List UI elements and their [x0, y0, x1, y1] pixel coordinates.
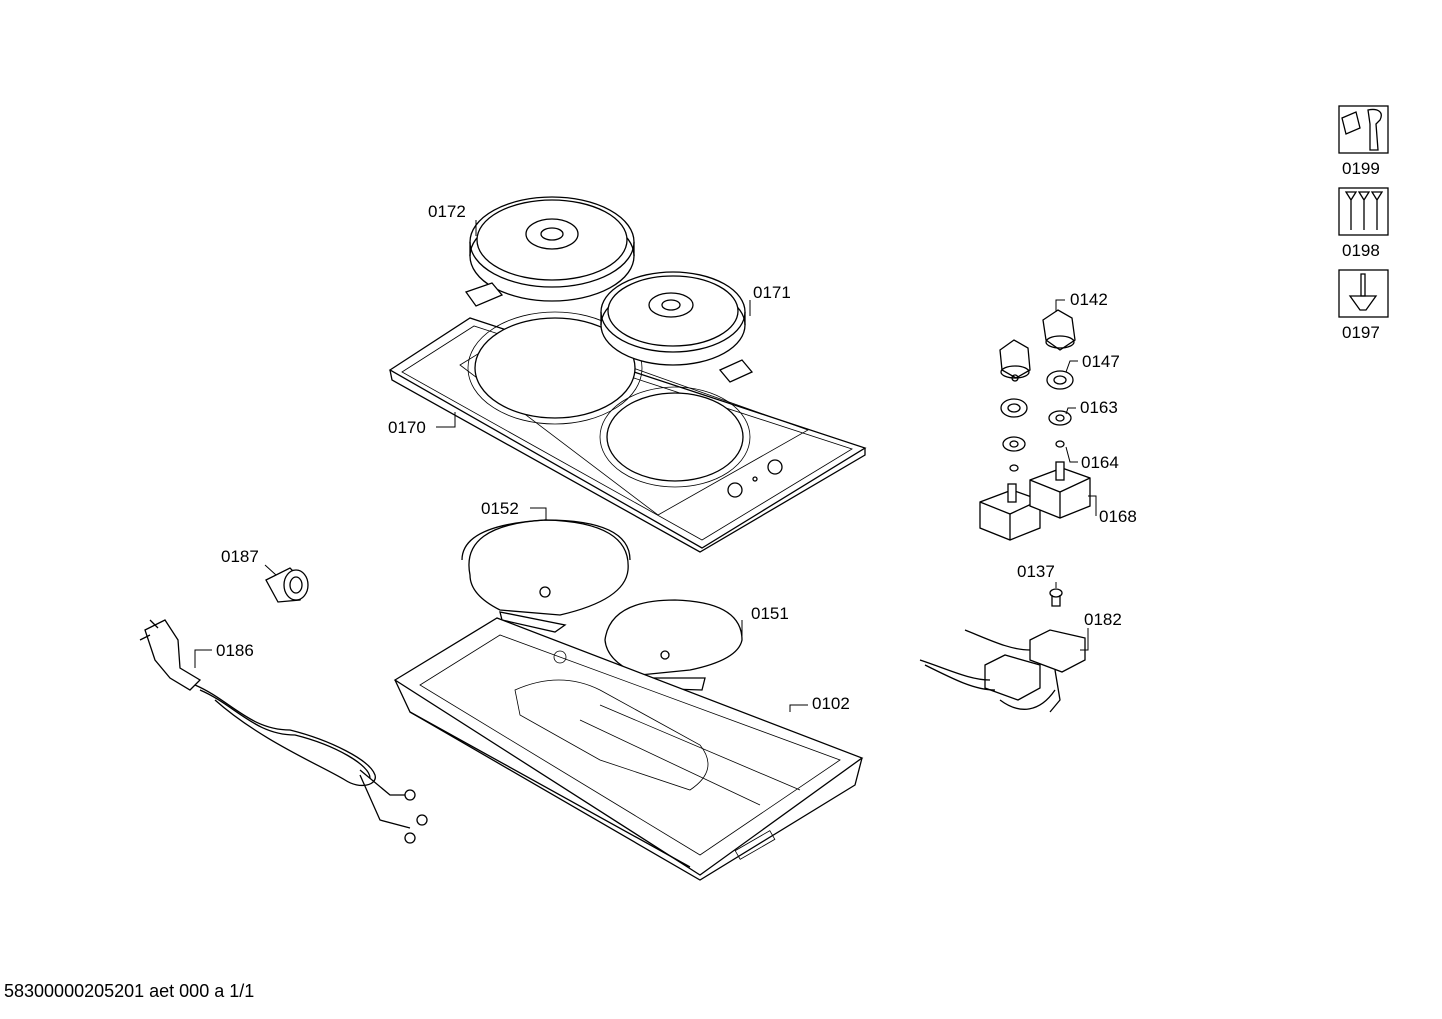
label-0152: 0152 [481, 499, 519, 518]
bottom-tray[interactable] [393, 617, 864, 881]
label-0151: 0151 [751, 604, 789, 623]
label-0170: 0170 [388, 418, 426, 437]
label-0168: 0168 [1099, 507, 1137, 526]
screw[interactable] [1049, 588, 1063, 607]
screwdriver-icon[interactable] [1338, 269, 1389, 318]
label-0199: 0199 [1342, 159, 1380, 178]
label-0197: 0197 [1342, 323, 1380, 342]
wrench-nut-icon[interactable] [1338, 105, 1389, 154]
label-0198: 0198 [1342, 241, 1380, 260]
document-reference: 58300000205201 aet 000 a 1/1 [4, 981, 255, 1001]
control-knobs[interactable] [999, 309, 1076, 382]
label-0164: 0164 [1081, 453, 1119, 472]
hotplate-large[interactable] [464, 196, 635, 307]
label-0142: 0142 [1070, 290, 1108, 309]
screws-icon[interactable] [1338, 187, 1389, 236]
label-0171: 0171 [753, 283, 791, 302]
label-0172: 0172 [428, 202, 466, 221]
label-0187: 0187 [221, 547, 259, 566]
hotplate-small[interactable] [600, 271, 754, 383]
power-cable[interactable] [139, 619, 428, 844]
label-0102: 0102 [812, 694, 850, 713]
label-0137: 0137 [1017, 562, 1055, 581]
energy-regulators[interactable] [979, 461, 1091, 541]
heat-shield-large[interactable] [461, 519, 631, 633]
label-0147: 0147 [1082, 352, 1120, 371]
cable-gland[interactable] [265, 567, 309, 603]
knob-rings[interactable] [1000, 370, 1074, 472]
wiring-harness[interactable] [919, 629, 1086, 713]
label-0182: 0182 [1084, 610, 1122, 629]
label-0186: 0186 [216, 641, 254, 660]
hob-top-plate[interactable] [388, 311, 867, 553]
label-0163: 0163 [1080, 398, 1118, 417]
